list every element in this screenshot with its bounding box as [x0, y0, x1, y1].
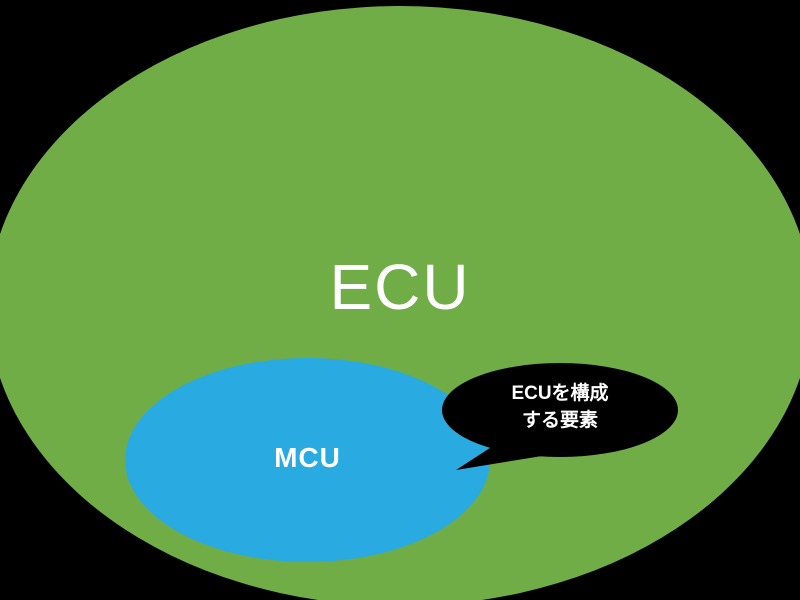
callout-text: ECUを構成 する要素: [443, 380, 677, 434]
callout-tail: [456, 444, 548, 470]
mcu-label: MCU: [274, 442, 341, 473]
callout-bubble: [442, 363, 678, 470]
mcu-ellipse: [125, 358, 490, 562]
ecu-label: ECU: [329, 251, 471, 323]
callout-text-line1: ECUを構成: [511, 383, 609, 404]
callout-ellipse: [442, 363, 678, 457]
callout-text-line2: する要素: [521, 410, 598, 431]
